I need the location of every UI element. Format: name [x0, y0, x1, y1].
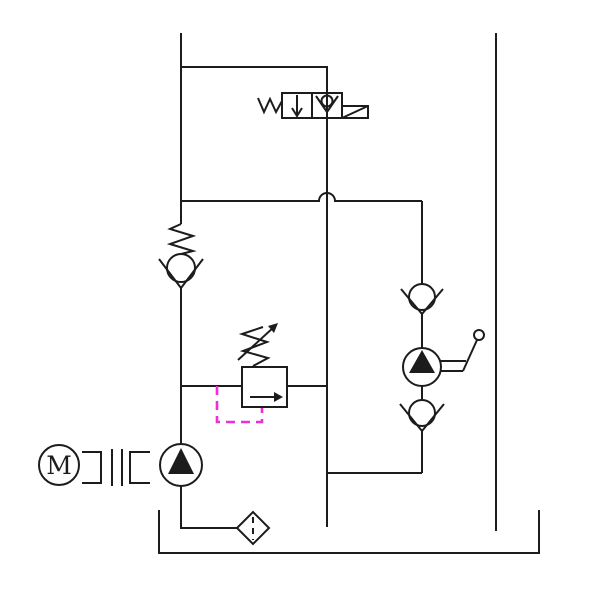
relief-adjust-arrow-icon	[237, 325, 276, 361]
suction-filter	[235, 510, 271, 546]
check-seat-icon	[400, 288, 444, 315]
check-ball-icon	[408, 283, 436, 311]
hand-pump-flow-triangle-icon	[409, 350, 435, 373]
pressure-line-with-crossover	[181, 192, 422, 202]
spring-icon	[166, 223, 197, 255]
reservoir	[158, 510, 540, 554]
spring-check-valve	[158, 223, 204, 289]
pump-circle	[159, 443, 203, 487]
check-ball-icon	[166, 253, 196, 283]
pilot-dashed-line	[215, 386, 264, 424]
pump-suction-line	[180, 486, 237, 529]
check-valve-lower	[399, 399, 445, 432]
check-ball-icon	[408, 399, 436, 427]
hand-pump	[402, 329, 485, 387]
relief-valve-body	[241, 366, 288, 408]
main-pump	[159, 443, 203, 487]
lever-arm-icon	[462, 339, 478, 372]
check-valve-upper	[400, 283, 444, 315]
pump-flow-triangle-icon	[168, 448, 194, 474]
check-seat-icon	[158, 258, 204, 289]
lever-knob-icon	[473, 329, 485, 341]
coupling-left-bracket-icon	[82, 451, 102, 484]
hydraulic-lines	[180, 33, 497, 531]
relief-spring-icon	[238, 326, 271, 367]
solenoid-box	[341, 105, 369, 119]
reservoir-outline	[158, 510, 540, 554]
pilot-line	[215, 386, 264, 424]
relief-flow-arrowhead-icon	[274, 392, 283, 402]
solenoid-coil-icon	[341, 105, 369, 119]
top-branch-line	[181, 66, 328, 93]
valve-check-seat-icon	[315, 95, 339, 113]
electric-motor: M	[38, 444, 80, 486]
valve-check-ball-icon	[320, 94, 334, 108]
relief-valve	[237, 323, 288, 408]
valve-spring-icon	[257, 96, 283, 115]
solenoid-valve	[257, 92, 369, 119]
motor-circle	[38, 444, 80, 486]
check-seat-icon	[399, 403, 445, 432]
valve-flow-arrowhead-icon	[291, 107, 303, 118]
relief-adjust-arrowhead-icon	[268, 323, 278, 333]
motor-label: M	[46, 451, 72, 480]
coupling-right-bracket-icon	[129, 451, 150, 484]
shaft-coupling	[82, 449, 150, 486]
filter-diamond	[235, 510, 271, 546]
hand-pump-circle	[402, 347, 442, 387]
